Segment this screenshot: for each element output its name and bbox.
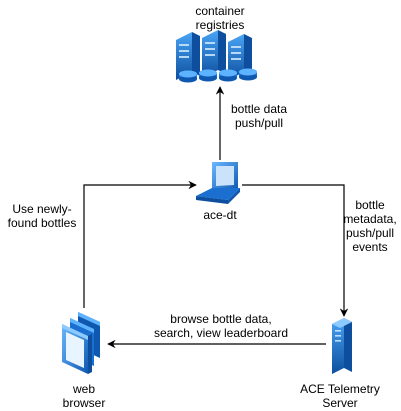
edge-label-ace-to-telemetry: bottle metadata, push/pull events	[340, 198, 400, 254]
browser-label-line-2: browser	[62, 396, 106, 410]
ace-dt-label-text: ace-dt	[203, 208, 237, 222]
edge-label-ace-to-registries-line-1: bottle data	[230, 102, 288, 116]
edge-label-telemetry-to-browser-line-2: search, view leaderboard	[153, 326, 289, 340]
telemetry-label-line-1: ACE Telemetry	[300, 382, 380, 396]
registries-label-line-2: registries	[195, 18, 245, 32]
telemetry-label-line-2: Server	[322, 396, 358, 410]
edge-label-ace-to-telemetry-line-2: metadata,	[343, 212, 397, 226]
edge-label-ace-to-registries-line-2: push/pull	[234, 116, 284, 130]
server-tower-icon	[332, 318, 352, 374]
registries-label-line-1: container	[195, 4, 245, 18]
edge-label-ace-to-telemetry-line-4: events	[352, 240, 388, 254]
edge-browser-to-ace	[83, 180, 197, 308]
telemetry-label: ACE Telemetry Server	[288, 382, 392, 410]
edge-label-browser-to-ace-line-1: Use newly-	[12, 202, 72, 216]
registries-label: container registries	[180, 4, 260, 32]
ace-dt-label: ace-dt	[190, 208, 250, 222]
laptop-icon	[196, 162, 240, 204]
edge-label-ace-to-telemetry-line-3: push/pull	[345, 226, 395, 240]
edge-label-browser-to-ace-line-2: found bottles	[7, 216, 77, 230]
browser-label-line-1: web	[72, 382, 95, 396]
edge-label-ace-to-registries: bottle data push/pull	[224, 102, 294, 130]
edge-label-browser-to-ace: Use newly- found bottles	[4, 202, 80, 230]
edge-label-ace-to-telemetry-line-1: bottle	[355, 198, 385, 212]
edge-ace-to-telemetry	[242, 184, 349, 317]
server-rack-icon	[176, 30, 257, 83]
browser-label: web browser	[52, 382, 116, 410]
edge-label-telemetry-to-browser: browse bottle data, search, view leaderb…	[148, 312, 294, 340]
browser-windows-icon	[62, 312, 100, 374]
edge-label-telemetry-to-browser-line-1: browse bottle data,	[170, 312, 272, 326]
